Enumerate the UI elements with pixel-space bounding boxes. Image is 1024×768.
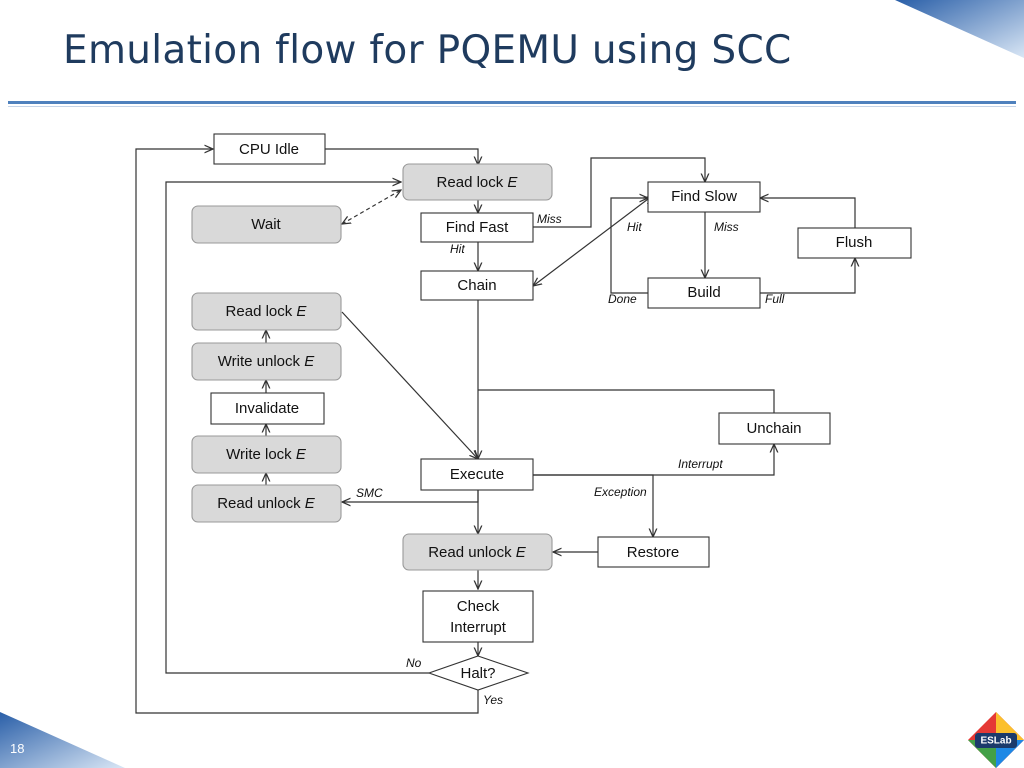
label-halt: Halt? (460, 665, 495, 682)
node-read-lock-left (191, 292, 342, 331)
edge-halt-no (165, 182, 429, 674)
title-rule (8, 101, 1016, 104)
title-rule-secondary (8, 106, 1016, 107)
label-restore: Restore (627, 544, 680, 561)
edge-build-flush (760, 258, 855, 294)
edge-label-miss-fast: Miss (537, 212, 562, 226)
node-write-lock (191, 435, 342, 474)
edge-build-findslow (610, 198, 648, 294)
node-halt (427, 655, 530, 691)
edge-cpuidle-readlock (325, 148, 478, 165)
edge-label-no: No (406, 656, 422, 670)
label-read-unlock-left: Read unlock E (217, 495, 316, 512)
label-find-fast: Find Fast (446, 219, 509, 236)
edge-unchain-execute (478, 389, 775, 413)
label-check-interrupt-line1: Check (457, 598, 500, 615)
edge-halt-yes (135, 149, 479, 714)
edge-label-smc: SMC (356, 486, 383, 500)
node-wait (191, 205, 342, 244)
edge-flush-findslow (760, 198, 856, 228)
edge-readlock-execute (341, 311, 478, 459)
edge-label-exception: Exception (594, 485, 647, 499)
node-restore (597, 536, 710, 568)
label-check-interrupt-line2: Interrupt (450, 619, 507, 636)
label-flush: Flush (836, 234, 873, 251)
eslab-logo-text: ESLab (980, 736, 1011, 747)
node-invalidate (210, 392, 325, 425)
label-chain: Chain (457, 277, 496, 294)
node-write-unlock (191, 342, 342, 381)
node-unchain (718, 412, 831, 445)
node-execute (420, 458, 534, 491)
node-flush (797, 227, 912, 259)
edge-label-interrupt: Interrupt (678, 457, 723, 471)
label-wait: Wait (251, 216, 281, 233)
page-number: 18 (10, 741, 25, 756)
label-invalidate: Invalidate (235, 400, 299, 417)
label-read-unlock-main: Read unlock E (428, 544, 527, 561)
edge-label-done: Done (608, 292, 637, 306)
edge-label-hit-slow: Hit (627, 220, 642, 234)
label-read-lock-top: Read lock E (437, 174, 519, 191)
node-check-interrupt (422, 590, 534, 643)
edge-wait-readlock (342, 190, 401, 224)
edge-label-yes: Yes (483, 693, 503, 707)
node-build (647, 277, 761, 309)
corner-decoration-top (895, 0, 1024, 58)
label-find-slow: Find Slow (671, 188, 737, 205)
corner-decoration-bottom (0, 712, 125, 768)
edge-findslow-chain (533, 196, 652, 286)
node-find-slow (647, 181, 761, 213)
slide-title: Emulation flow for PQEMU using SCC (63, 28, 792, 73)
edge-label-hit-fast: Hit (450, 242, 465, 256)
eslab-logo (968, 712, 1024, 768)
node-read-lock-top (402, 163, 553, 201)
label-build: Build (687, 284, 720, 301)
label-read-lock-left: Read lock E (226, 303, 308, 320)
edge-execute-unchain (533, 444, 774, 476)
label-write-unlock: Write unlock E (218, 353, 315, 370)
node-chain (420, 270, 534, 301)
edge-execute-restore (533, 474, 653, 537)
node-find-fast (420, 212, 534, 243)
node-read-unlock-main (402, 533, 553, 571)
label-cpu-idle: CPU Idle (239, 141, 299, 158)
node-cpu-idle (213, 133, 326, 165)
node-read-unlock-left (191, 484, 342, 523)
edge-label-miss-slow: Miss (714, 220, 739, 234)
label-write-lock: Write lock E (226, 446, 307, 463)
edge-label-full: Full (765, 292, 785, 306)
label-execute: Execute (450, 466, 504, 483)
label-unchain: Unchain (746, 420, 801, 437)
